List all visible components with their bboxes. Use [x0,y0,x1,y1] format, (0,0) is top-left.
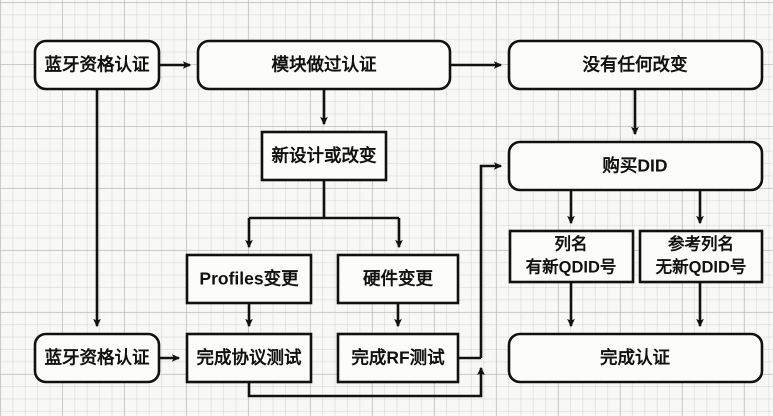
edge-layer [93,61,704,398]
node-no-change[interactable]: 没有任何改变 [507,39,764,91]
node-cert-complete[interactable]: 完成认证 [507,332,764,384]
node-label-profiles-change: Profiles变更 [199,269,299,289]
node-label-hardware-change: 硬件变更 [363,269,433,289]
edge-feedback-riser-to-buydid [479,162,503,358]
node-label-module-certified: 模块做过认证 [272,55,377,75]
node-ref-listed-no-new-qdid[interactable]: 参考列名 无新QDID号 [638,229,764,284]
node-profiles-change[interactable]: Profiles变更 [185,253,313,305]
node-label-bt-qual-top: 蓝牙资格认证 [45,55,150,75]
node-label-buy-did: 购买DID [602,156,667,176]
node-new-design-or-change[interactable]: 新设计或改变 [260,130,388,182]
node-label-listed-new-qdid-line2: 有新QDID号 [526,256,617,276]
node-listed-new-qdid[interactable]: 列名 有新QDID号 [508,229,635,284]
node-label-ref-listed-line2: 无新QDID号 [655,256,747,276]
node-protocol-test-done[interactable]: 完成协议测试 [185,332,313,384]
node-label-cert-complete: 完成认证 [600,348,670,368]
node-hardware-change[interactable]: 硬件变更 [336,253,460,305]
node-rf-test-done[interactable]: 完成RF测试 [336,332,460,384]
node-buy-did[interactable]: 购买DID [507,140,764,192]
node-label-no-change: 没有任何改变 [583,55,688,75]
node-label-new-design-or-change: 新设计或改变 [272,146,377,166]
node-bt-qual-bottom[interactable]: 蓝牙资格认证 [33,332,161,384]
node-layer: 蓝牙资格认证 模块做过认证 没有任何改变 新设计或改变 购买DID Profil [33,39,764,384]
edge-protocoltest-feedback-to-buydid [247,366,485,398]
node-bt-qual-top[interactable]: 蓝牙资格认证 [33,39,161,91]
node-module-certified[interactable]: 模块做过认证 [196,39,452,91]
node-label-listed-new-qdid-line1: 列名 [555,233,588,253]
node-label-bt-qual-bottom: 蓝牙资格认证 [45,348,150,368]
node-label-ref-listed-line1: 参考列名 [668,233,734,253]
node-label-rf-test-done: 完成RF测试 [351,348,445,368]
node-label-protocol-test-done: 完成协议测试 [197,348,302,368]
